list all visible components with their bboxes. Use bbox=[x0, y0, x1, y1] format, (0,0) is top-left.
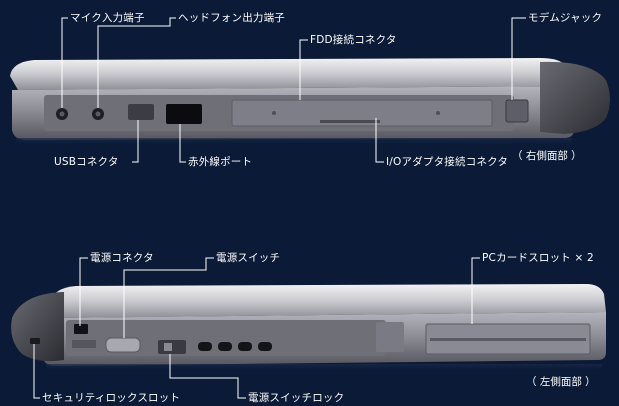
label-headphone-output: ヘッドフォン出力端子 bbox=[178, 12, 285, 24]
caption-left-side: （ 左側面部 ） bbox=[526, 376, 596, 388]
label-power-connector: 電源コネクタ bbox=[90, 252, 154, 264]
leader-mic bbox=[61, 17, 68, 108]
leader-lines bbox=[33, 17, 526, 399]
label-mic-input: マイク入力端子 bbox=[70, 12, 145, 24]
label-io-adapter-connector: I/Oアダプタ接続コネクタ bbox=[386, 156, 509, 168]
leader-headphone bbox=[97, 17, 176, 108]
leader-power-connector bbox=[79, 257, 88, 326]
left-side-laptop bbox=[11, 284, 606, 370]
vent bbox=[198, 342, 212, 351]
infrared-port bbox=[166, 104, 202, 124]
vent bbox=[258, 342, 272, 351]
leader-pc-card bbox=[471, 257, 480, 324]
caption-right-side: （ 右側面部 ） bbox=[512, 150, 582, 162]
modem-jack bbox=[505, 99, 529, 123]
left-lid bbox=[52, 284, 606, 318]
pc-card-eject bbox=[376, 322, 404, 352]
vent bbox=[218, 342, 232, 351]
leader-switch-lock bbox=[169, 354, 246, 399]
label-security-lock-slot: セキュリティロックスロット bbox=[42, 392, 181, 404]
label-power-switch-lock: 電源スイッチロック bbox=[248, 392, 345, 404]
label-fdd-connector: FDD接続コネクタ bbox=[310, 34, 397, 46]
right-lid bbox=[10, 58, 572, 90]
io-connector-bay bbox=[231, 99, 493, 127]
left-hinge bbox=[11, 292, 64, 362]
leader-infrared bbox=[179, 124, 186, 163]
label-usb-connector: USBコネクタ bbox=[54, 156, 119, 168]
leader-power-switch bbox=[123, 257, 214, 338]
power-switch bbox=[105, 337, 141, 353]
label-power-switch: 電源スイッチ bbox=[216, 252, 281, 264]
label-modem-jack: モデムジャック bbox=[528, 12, 603, 24]
right-side-laptop bbox=[10, 58, 610, 144]
label-infrared-port: 赤外線ポート bbox=[188, 156, 253, 168]
power-connector bbox=[74, 324, 88, 334]
right-hinge bbox=[540, 61, 610, 135]
leader-io bbox=[375, 118, 384, 163]
label-pc-card-slot: PCカードスロット × 2 bbox=[482, 252, 594, 264]
leader-security bbox=[33, 344, 40, 399]
vent bbox=[238, 342, 252, 351]
leader-modem bbox=[511, 17, 526, 100]
leader-fdd bbox=[299, 39, 308, 100]
security-slot bbox=[30, 338, 40, 344]
usb-port bbox=[128, 104, 154, 120]
left-port-panel bbox=[66, 320, 386, 356]
leader-usb bbox=[132, 120, 139, 163]
